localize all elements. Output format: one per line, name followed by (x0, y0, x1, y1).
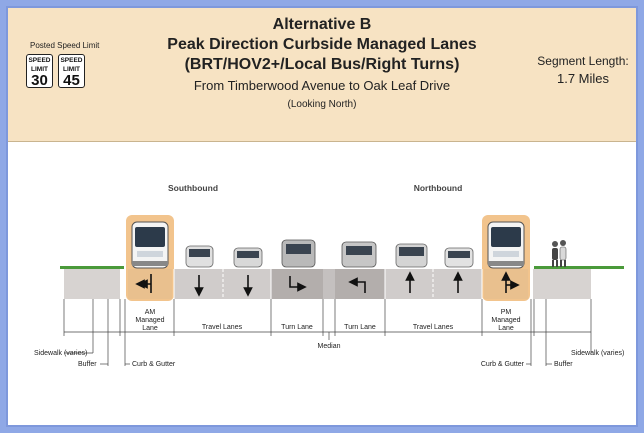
alternative-title: Alternative B (272, 16, 372, 33)
grass-left (60, 266, 124, 269)
speed-limit-value-45: 45 (63, 72, 80, 89)
buffer-right-label: Buffer (554, 361, 573, 368)
pm-managed-lane-label-3: Lane (498, 325, 514, 332)
sign-word-speed: SPEED (60, 57, 83, 64)
pm-managed-lane-label-2: Managed (491, 317, 520, 324)
travel-lanes-nb-label: Travel Lanes (413, 324, 454, 331)
am-managed-lane-label-3: Lane (142, 325, 158, 332)
car-icon (444, 247, 474, 268)
route-extent: From Timberwood Avenue to Oak Leaf Drive (193, 78, 451, 93)
median-label: Median (318, 343, 341, 350)
speed-limit-sign-30: SPEED LIMIT 30 (26, 54, 53, 89)
am-managed-lane-label-2: Managed (135, 317, 164, 324)
sidewalk-left (64, 269, 120, 299)
bus-icon (487, 221, 525, 269)
sign-word-limit: LIMIT (31, 66, 48, 73)
curb-gutter-right-label: Curb & Gutter (481, 361, 525, 368)
sidewalk-left-label: Sidewalk (varies) (34, 350, 87, 357)
speed-limit-sign-45: SPEED LIMIT 45 (58, 54, 85, 89)
travel-lanes-sb-label: Travel Lanes (202, 324, 243, 331)
speed-limit-value-30: 30 (31, 72, 48, 89)
turn-lane-sb-label: Turn Lane (281, 324, 313, 331)
sign-word-speed: SPEED (28, 57, 51, 64)
dimension-lines (63, 299, 592, 366)
turn-lane-nb-pavement (335, 269, 385, 299)
northbound-label: Northbound (414, 183, 463, 193)
grass-right (534, 266, 624, 269)
nb-left-turn-arrow-icon (348, 277, 366, 293)
buffer-left-label: Buffer (78, 361, 97, 368)
pedestrian-icon (552, 241, 558, 267)
car-icon (185, 245, 214, 268)
curb-gutter-left-label: Curb & Gutter (132, 361, 176, 368)
speed-limit-caption: Posted Speed Limit (30, 41, 100, 50)
alternative-subtitle-2: (BRT/HOV2+/Local Bus/Right Turns) (184, 56, 460, 73)
sidewalk-right-label: Sidewalk (varies) (571, 350, 624, 357)
car-icon (233, 247, 263, 268)
bus-icon (131, 221, 169, 269)
diagram-frame: Alternative B Peak Direction Curbside Ma… (6, 6, 638, 427)
view-direction: (Looking North) (287, 99, 357, 110)
sign-word-limit: LIMIT (63, 66, 80, 73)
pedestrian-icon (559, 240, 567, 267)
southbound-label: Southbound (168, 183, 218, 193)
turn-lane-nb-label: Turn Lane (344, 324, 376, 331)
sb-left-turn-arrow-icon (289, 276, 307, 292)
sidewalk-right (533, 269, 591, 299)
alternative-subtitle: Peak Direction Curbside Managed Lanes (167, 36, 477, 53)
pickup-truck-icon (341, 241, 377, 268)
segment-length-value: 1.7 Miles (556, 71, 610, 86)
turn-lane-sb-pavement (271, 269, 323, 299)
pickup-truck-icon (281, 239, 316, 268)
segment-length-label: Segment Length: (537, 54, 629, 68)
median-pavement (323, 269, 335, 299)
pm-managed-lane-label-1: PM (501, 309, 512, 316)
car-icon (395, 243, 428, 268)
am-managed-lane-label-1: AM (145, 309, 156, 316)
header-panel: Alternative B Peak Direction Curbside Ma… (8, 8, 636, 142)
cross-section-diagram: Southbound Northbound (34, 183, 624, 368)
